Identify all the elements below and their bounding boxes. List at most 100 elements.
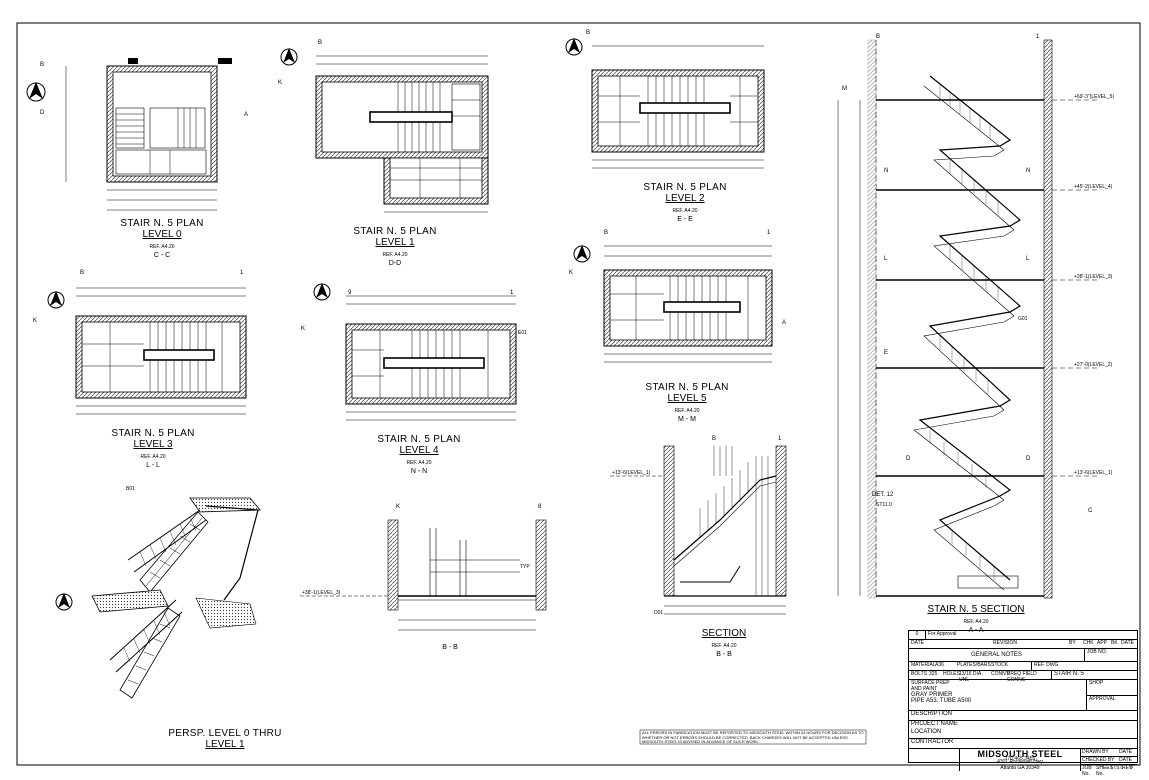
general-notes-label: GENERAL NOTES — [971, 652, 1022, 658]
revision-label: REVISION — [993, 640, 1017, 646]
contractor-label: CONTRACTOR — [909, 739, 1137, 749]
plates-label: PLATES/BARS — [957, 662, 991, 668]
view-section-mark: C - C — [153, 252, 171, 259]
view-section-mark: D-D — [388, 260, 402, 267]
section-stair-small — [610, 445, 787, 615]
grid-letter: K — [33, 318, 38, 324]
view-ref: REF. A4.20 — [963, 619, 989, 625]
revision-row: 0 For Approval — [909, 631, 1137, 640]
grid-letter: 1 — [510, 290, 514, 296]
company-block: MIDSOUTH STEEL 4301 Roosevelt Hwy Atlant… — [959, 749, 1080, 771]
grid-letter: N — [1026, 168, 1031, 174]
plan-level-4 — [313, 283, 517, 421]
location-label: LOCATION — [909, 729, 1137, 739]
view-title: STAIR N. 5 PLAN — [120, 218, 204, 229]
plan-level-1 — [280, 48, 489, 213]
view-title: STAIR N. 5 PLAN — [377, 434, 461, 445]
title-level-0: STAIR N. 5 PLAN LEVEL 0 REF. A4.20 C - C — [92, 218, 232, 259]
section-b-b-detail — [300, 519, 547, 631]
view-ref: REF. A4.20 — [672, 208, 698, 214]
grid-letter: L — [1026, 256, 1030, 262]
grid-letter: B — [876, 34, 881, 40]
date-label-2: DATE — [1119, 749, 1132, 755]
view-subtitle: LEVEL 3 — [133, 439, 173, 450]
fabrication-notice: ALL ERRORS IN FABRICATION MUST BE REPORT… — [642, 730, 864, 745]
grid-letter: B — [712, 436, 717, 442]
grid-letter: D — [1026, 456, 1031, 462]
view-section-mark: L - L — [146, 462, 160, 469]
view-section-mark: B - B — [442, 644, 458, 651]
bolts-value: 325 — [929, 671, 938, 677]
description-label: DESCRIPTION — [909, 711, 1137, 721]
plan-level-2 — [565, 38, 765, 169]
plan-level-0 — [26, 58, 232, 211]
elevation-level-4: +45'-2(LEVEL_4) — [1074, 184, 1113, 190]
grid-letter: N — [884, 168, 889, 174]
title-level-5: STAIR N. 5 PLAN LEVEL 5 REF. A4.20 M - M — [612, 382, 762, 423]
grid-letter: A — [244, 112, 249, 118]
grid-letter: M — [842, 86, 847, 92]
rev-value: 0 — [1130, 765, 1133, 771]
date-label: DATE — [1121, 640, 1134, 646]
view-ref: REF. A4.20 — [140, 454, 166, 460]
conns-label: CONN'S — [991, 671, 1011, 677]
grid-letter: 1 — [767, 230, 771, 236]
grid-letter: E — [884, 350, 889, 356]
rev-label: REV — [1122, 765, 1133, 771]
company-address-1: 4301 Roosevelt Hwy — [997, 759, 1043, 765]
detail-label: DET. 12 — [872, 492, 894, 498]
paint-label: AND PAINT — [911, 686, 938, 692]
view-section-mark: M - M — [678, 416, 696, 423]
title-section-b-b-detail: B - B — [420, 642, 480, 651]
elevation-section-level-1: +13'-6(LEVEL_1) — [612, 470, 651, 476]
holes-label: HOLES — [943, 671, 960, 677]
plan-level-5 — [573, 245, 773, 363]
plates-value: STOCK — [991, 662, 1009, 668]
view-subtitle: LEVEL 1 — [205, 739, 245, 750]
surface-prep-label: SURFACE PREP — [911, 680, 950, 686]
view-title: STAIR N. 5 PLAN — [643, 182, 727, 193]
title-section: SECTION REF. A4.20 B - B — [684, 628, 764, 658]
view-title: PERSP. LEVEL 0 THRU — [168, 728, 282, 739]
ref-dwg-label: REF. DWG — [1031, 662, 1137, 670]
conns-value: PREQ FIELD CONNS — [1007, 671, 1037, 683]
bolts-label: BOLTS — [911, 671, 928, 677]
view-section-mark: N - N — [410, 468, 428, 475]
material-row: MATERIAL A36 PLATES/BARS STOCK REF. DWG — [909, 662, 1137, 671]
view-ref: REF. A4.20 — [711, 643, 737, 649]
elevation-section-level-3: +38'-1(LEVEL_3) — [302, 590, 341, 596]
stair-section-a-a — [837, 39, 1100, 599]
job-label: JOB No. — [1082, 765, 1092, 777]
title-level-4: STAIR N. 5 PLAN LEVEL 4 REF. A4.20 N - N — [344, 434, 494, 475]
sheet-border — [16, 22, 1141, 766]
view-section-mark: B - B — [716, 651, 732, 658]
title-perspective: PERSP. LEVEL 0 THRU LEVEL 1 — [160, 728, 290, 750]
view-title: SECTION — [701, 628, 747, 639]
piece-mark: B01 — [126, 486, 135, 492]
grid-letter: A — [782, 320, 787, 326]
grid-letter: 9 — [348, 290, 352, 296]
grid-letter: B — [318, 40, 323, 46]
perspective-view — [55, 497, 261, 699]
project-name-label: PROJECT NAME — [911, 721, 958, 727]
company-address-2: Atlanta GA 30349 — [1000, 765, 1040, 771]
by-label: BY — [1069, 640, 1076, 646]
title-block: 0 For Approval DATE REVISION BY CHK APP … — [908, 630, 1138, 777]
view-subtitle: LEVEL 0 — [142, 229, 182, 240]
piece-mark: E01 — [518, 330, 527, 336]
revision-number: 0 — [909, 631, 926, 639]
grid-letter: 1 — [778, 436, 782, 442]
piece-mark: G01 — [1018, 316, 1028, 322]
checked-by-label: CHECKED BY — [1082, 757, 1115, 763]
view-title: STAIR N. 5 SECTION — [927, 604, 1025, 615]
stair-label: STAIR N. 5 — [1051, 671, 1137, 679]
view-subtitle: LEVEL 5 — [667, 393, 707, 404]
view-subtitle: LEVEL 2 — [665, 193, 705, 204]
view-title: STAIR N. 5 PLAN — [353, 226, 437, 237]
grid-letter: B — [40, 62, 45, 68]
rev-date-label: DATE — [911, 640, 924, 646]
elevation-level-2: +27'-0(LEVEL_2) — [1074, 362, 1113, 368]
view-ref: REF. A4.20 — [406, 460, 432, 466]
grid-letter: 1 — [240, 270, 244, 276]
